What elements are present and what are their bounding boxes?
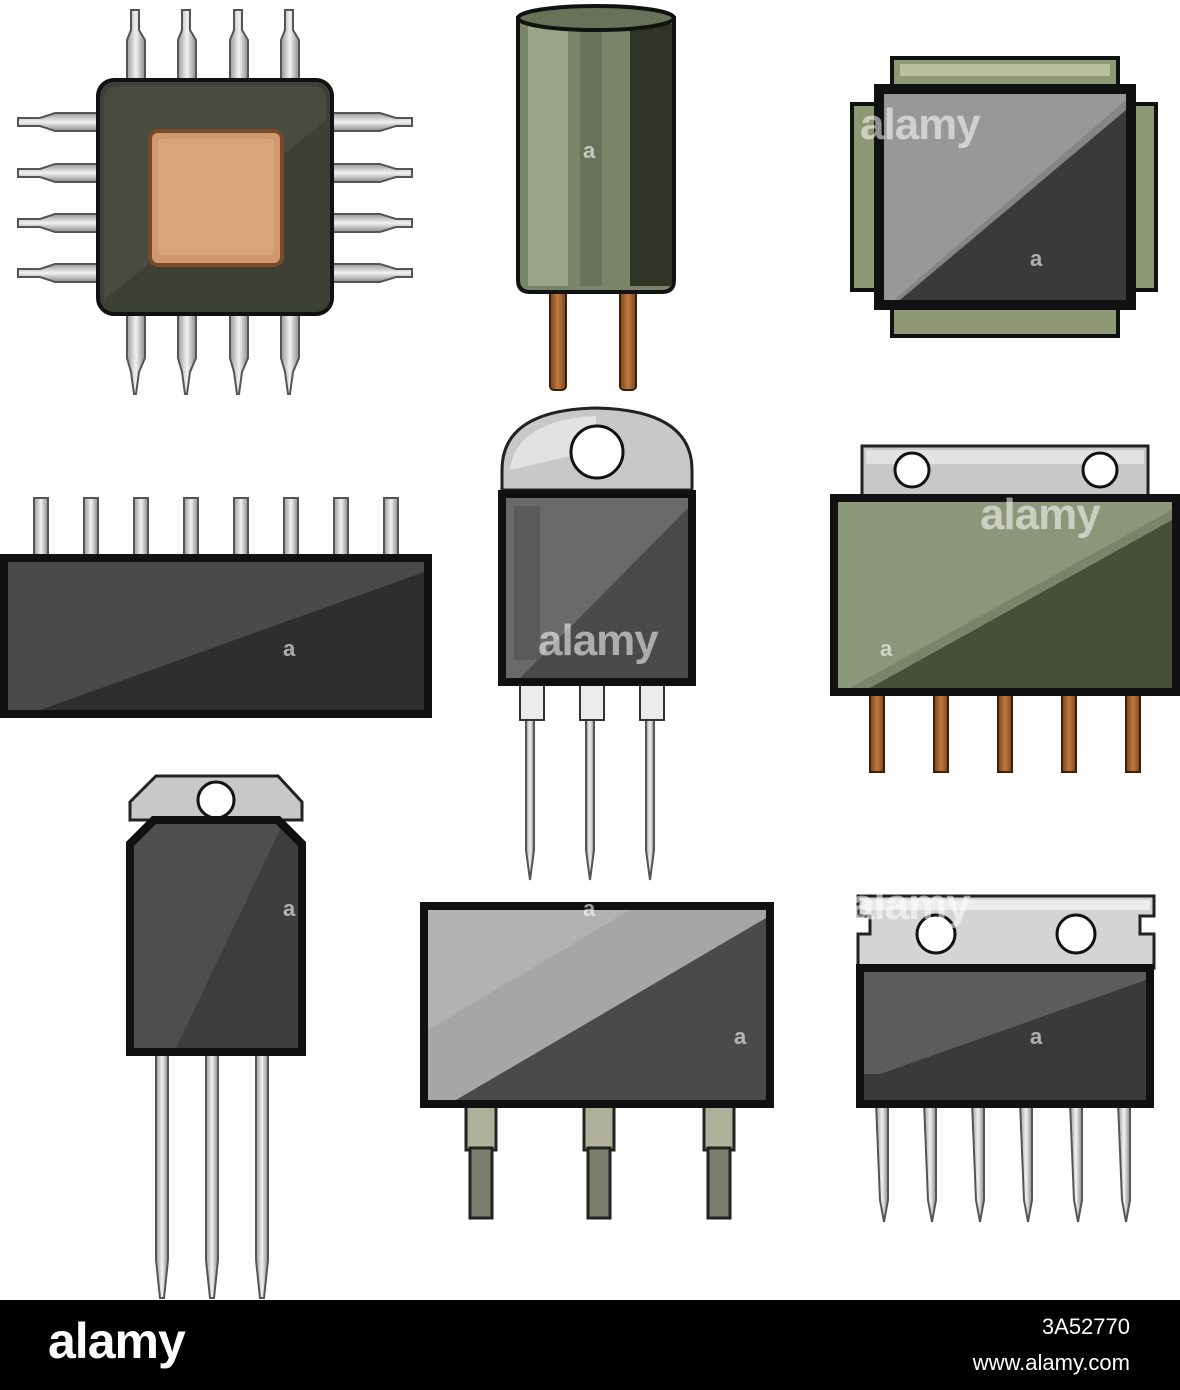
relay-block-icon xyxy=(420,902,774,1220)
footer-bar: alamy 3A52770 www.alamy.com xyxy=(0,1300,1180,1390)
components-illustration xyxy=(0,4,1180,1299)
to220-transistor-icon xyxy=(498,406,696,881)
to3p-transistor-icon xyxy=(126,774,306,1299)
green-module-icon xyxy=(830,444,1180,773)
tab-module-icon xyxy=(856,894,1156,1223)
qfp-chip-icon xyxy=(850,56,1158,338)
image-id: 3A52770 xyxy=(1041,1314,1130,1339)
capacitor-icon xyxy=(516,4,676,391)
sip-chip-icon xyxy=(0,497,432,718)
microchip-icon xyxy=(17,9,413,395)
brand-logo: alamy xyxy=(48,1313,186,1369)
site-url: www.alamy.com xyxy=(972,1350,1130,1375)
